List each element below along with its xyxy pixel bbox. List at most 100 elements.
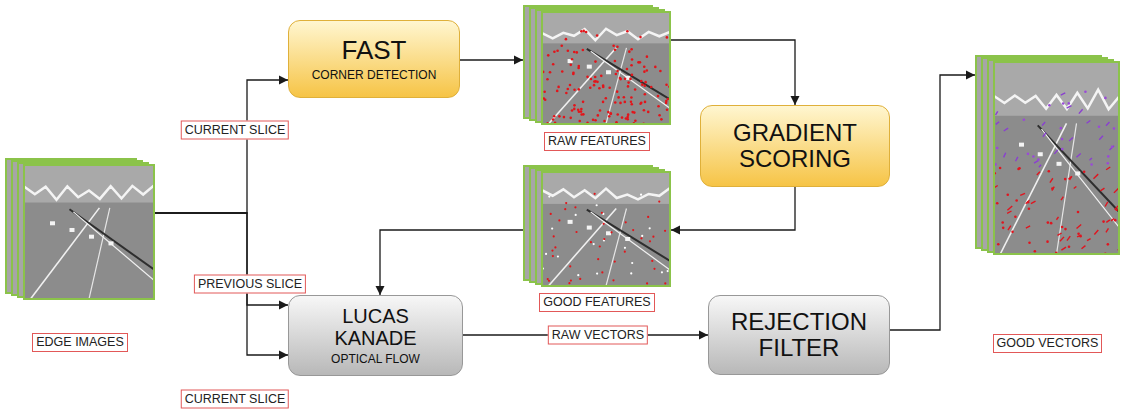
feature-point: [1062, 102, 1065, 105]
feature-point: [610, 231, 612, 233]
feature-point: [616, 90, 619, 93]
feature-point: [612, 279, 614, 281]
feature-point: [640, 80, 643, 83]
road-line: [73, 212, 154, 280]
image-stack-picture: [523, 5, 671, 125]
vehicle-blob: [1075, 171, 1080, 175]
flow-arrow: [671, 40, 795, 105]
feature-point: [661, 271, 663, 273]
feature-point: [1104, 97, 1107, 100]
edge-image: [24, 165, 154, 299]
feature-point: [1046, 240, 1049, 243]
flow-vector: [1099, 136, 1103, 140]
image-label: GOOD FEATURES: [539, 293, 654, 312]
feature-point: [1002, 227, 1005, 230]
feature-point: [1102, 220, 1105, 223]
flow-vector: [1004, 153, 1006, 158]
road-line: [548, 208, 616, 286]
feature-point: [630, 100, 633, 103]
feature-point: [577, 274, 579, 276]
feature-point: [580, 30, 583, 33]
process-box: REJECTION FILTER: [708, 295, 890, 375]
flow-vector: [1087, 120, 1091, 123]
vehicle-blob: [587, 226, 592, 230]
feature-point: [619, 102, 622, 105]
feature-point: [646, 55, 649, 58]
feature-point: [1064, 228, 1067, 231]
feature-point: [624, 78, 627, 81]
feature-point: [1115, 208, 1118, 211]
feature-point: [596, 272, 598, 274]
feature-point: [594, 60, 597, 63]
feature-point: [644, 84, 647, 87]
flow-vector: [1069, 137, 1073, 140]
vehicle-blob: [109, 241, 114, 245]
feature-point: [573, 104, 576, 107]
flow-arrow: [460, 59, 523, 60]
feature-point: [644, 101, 647, 104]
feature-point: [658, 114, 661, 117]
feature-point: [1114, 219, 1117, 222]
edge-image: [542, 172, 670, 286]
feature-point: [575, 51, 578, 54]
image-stack: GOOD VECTORS: [975, 55, 1120, 353]
image-frame: [24, 165, 154, 299]
feature-point: [641, 83, 644, 86]
flow-vector: [1050, 178, 1053, 182]
feature-point: [569, 117, 572, 120]
feature-point: [1048, 170, 1051, 173]
feature-point: [564, 208, 566, 210]
feature-point: [646, 282, 648, 284]
feature-point: [601, 212, 603, 214]
feature-point: [548, 196, 550, 198]
flow-vector: [1070, 176, 1072, 180]
image-ground: [542, 12, 670, 124]
flow-vector: [1077, 235, 1081, 237]
feature-point: [552, 63, 555, 66]
feature-point: [666, 36, 669, 39]
feature-point: [556, 90, 559, 93]
feature-point: [1113, 127, 1116, 130]
flow-vector: [1087, 239, 1091, 241]
vehicle-blob: [568, 220, 573, 224]
road-line: [89, 208, 110, 299]
feature-point: [544, 98, 547, 101]
flow-arrow: [155, 80, 288, 213]
box-subtitle: CORNER DETECTION: [312, 69, 437, 82]
feature-point: [603, 238, 605, 240]
flow-vector: [1089, 158, 1091, 160]
flow-vector: [1068, 176, 1071, 179]
feature-point: [563, 116, 566, 119]
feature-point: [1037, 158, 1040, 161]
feature-point: [608, 86, 611, 89]
image-stack: EDGE IMAGES: [5, 158, 155, 352]
feature-point: [552, 255, 554, 257]
feature-point: [594, 119, 597, 122]
edge-label: RAW VECTORS: [548, 326, 648, 345]
process-box: LUCAS KANADEOPTICAL FLOW: [288, 295, 463, 376]
feature-point: [556, 50, 559, 53]
feature-point: [590, 78, 593, 81]
flow-vector: [1057, 233, 1061, 235]
feature-point: [641, 235, 643, 237]
feature-point: [569, 84, 572, 87]
vehicle-blob: [1057, 162, 1062, 166]
feature-point: [1027, 153, 1030, 156]
feature-point: [547, 54, 550, 57]
feature-point: [627, 81, 630, 84]
feature-point: [626, 116, 629, 119]
image-horizon: [994, 62, 1119, 116]
feature-point: [566, 88, 569, 91]
feature-point: [1061, 138, 1064, 141]
feature-point: [626, 30, 629, 33]
feature-point: [626, 118, 629, 121]
feature-point: [628, 50, 631, 53]
feature-point: [624, 247, 626, 249]
flow-vector: [1037, 172, 1040, 175]
edge-image: [542, 12, 670, 124]
feature-point: [1077, 211, 1080, 214]
feature-point: [602, 101, 605, 104]
feature-point: [1098, 125, 1101, 128]
feature-point: [640, 194, 642, 196]
feature-point: [659, 70, 662, 73]
